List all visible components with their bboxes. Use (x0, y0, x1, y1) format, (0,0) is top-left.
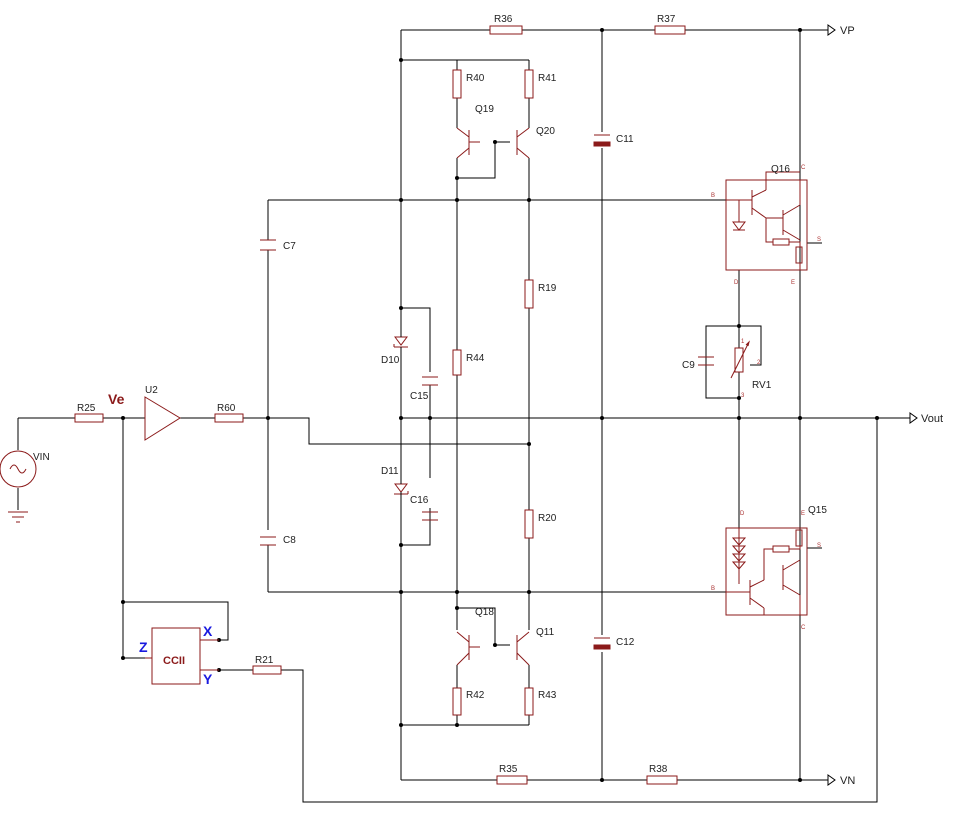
rv1-label: RV1 (752, 380, 772, 391)
transistor-q19[interactable] (456, 127, 480, 159)
resistor-r21[interactable] (252, 665, 282, 675)
r19-label: R19 (538, 283, 557, 294)
rv1-pin-3: 3 (741, 393, 745, 399)
r37-label: R37 (657, 14, 676, 25)
zener-diode-d11[interactable] (394, 478, 409, 495)
vout-label: Vout (921, 413, 943, 425)
r41-label: R41 (538, 73, 557, 84)
q15-label: Q15 (808, 505, 827, 516)
q15-pin-d: D (740, 511, 745, 517)
q15-pin-s: S (817, 543, 821, 549)
capacitor-c15[interactable] (422, 376, 438, 386)
transistor-q18[interactable] (456, 631, 480, 666)
r20-label: R20 (538, 513, 557, 524)
wires (17, 29, 903, 803)
rv1-pin-2: 2 (757, 360, 761, 366)
ccii-x-label: X (203, 623, 213, 639)
resistor-r40[interactable] (452, 69, 462, 99)
q19-label: Q19 (475, 104, 494, 115)
q16-pin-b: B (711, 193, 715, 199)
r21-label: R21 (255, 655, 274, 666)
vp-label: VP (840, 25, 855, 37)
capacitor-c12[interactable] (593, 637, 611, 650)
zener-diode-d10[interactable] (393, 335, 408, 350)
resistor-r36[interactable] (489, 25, 523, 35)
u2-label: U2 (145, 385, 158, 396)
ccii-z-label: Z (139, 639, 148, 655)
q11-label: Q11 (536, 627, 555, 638)
power-device-q16[interactable] (725, 171, 808, 271)
resistor-r19[interactable] (524, 279, 534, 309)
r60-label: R60 (217, 403, 236, 414)
resistor-r60[interactable] (214, 413, 244, 423)
resistor-r20[interactable] (524, 509, 534, 539)
c7-label: C7 (283, 241, 296, 252)
resistor-r35[interactable] (496, 775, 528, 785)
q16-pin-c: C (801, 165, 806, 171)
ccii-block[interactable] (145, 627, 219, 685)
q16-pin-s: S (817, 237, 821, 243)
r44-label: R44 (466, 353, 485, 364)
resistor-r37[interactable] (654, 25, 686, 35)
ve-label: Ve (108, 391, 125, 407)
vn-arrow (820, 774, 836, 786)
q15-pin-e: E (801, 511, 805, 517)
power-device-q15[interactable] (725, 527, 808, 616)
junction-dots (121, 28, 879, 782)
rv1-pin-1: 1 (741, 339, 745, 345)
vout-arrow (903, 412, 918, 424)
r40-label: R40 (466, 73, 485, 84)
q16-pin-e: E (791, 280, 795, 286)
ccii-label: CCII (163, 655, 185, 667)
c12-label: C12 (616, 637, 635, 648)
resistor-r41[interactable] (524, 69, 534, 99)
c8-label: C8 (283, 535, 296, 546)
r43-label: R43 (538, 690, 557, 701)
capacitor-c7[interactable] (260, 239, 276, 251)
ground-symbol (8, 511, 28, 523)
r36-label: R36 (494, 14, 513, 25)
resistor-r25[interactable] (74, 413, 104, 423)
c9-label: C9 (682, 360, 695, 371)
q16-pin-d: D (734, 280, 739, 286)
c15-label: C15 (410, 391, 429, 402)
transistor-q20[interactable] (516, 127, 530, 159)
opamp-u2[interactable] (144, 396, 181, 441)
d11-label: D11 (381, 466, 399, 477)
r35-label: R35 (499, 764, 518, 775)
vp-arrow (820, 24, 836, 36)
q15-pin-b: B (711, 586, 715, 592)
ccii-y-label: Y (203, 671, 213, 687)
resistor-r38[interactable] (646, 775, 678, 785)
r42-label: R42 (466, 690, 485, 701)
trimmer-rv1[interactable] (730, 340, 750, 379)
capacitor-c8[interactable] (260, 536, 276, 546)
r25-label: R25 (77, 403, 96, 414)
q18-label: Q18 (475, 607, 494, 618)
q20-label: Q20 (536, 126, 555, 137)
c16-label: C16 (410, 495, 429, 506)
r38-label: R38 (649, 764, 668, 775)
capacitor-c16[interactable] (422, 511, 438, 521)
d10-label: D10 (381, 355, 400, 366)
resistor-r44[interactable] (452, 349, 462, 376)
q15-pin-c: C (801, 625, 806, 631)
transistor-q11[interactable] (516, 631, 530, 666)
capacitor-c11[interactable] (593, 134, 611, 147)
c11-label: C11 (616, 134, 634, 145)
resistor-r42[interactable] (452, 687, 462, 716)
voltage-source-vin[interactable] (0, 450, 37, 488)
vn-label: VN (840, 775, 855, 787)
q16-label: Q16 (771, 164, 790, 175)
vin-label: VIN (33, 452, 50, 463)
capacitor-c9[interactable] (698, 356, 714, 366)
resistor-r43[interactable] (524, 687, 534, 716)
